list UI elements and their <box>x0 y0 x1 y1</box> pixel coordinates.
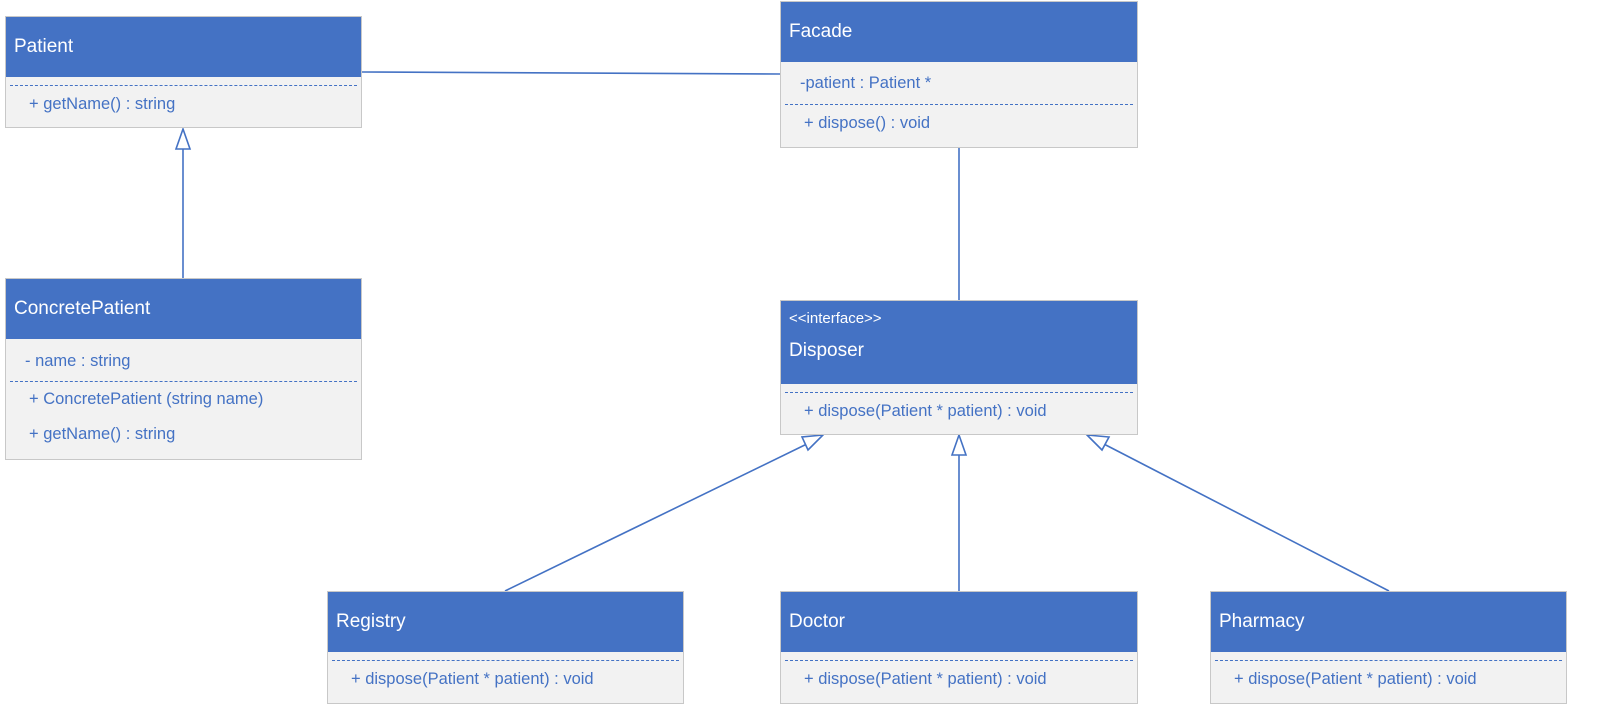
operations-compartment: + getName() : string <box>10 85 357 122</box>
operation: + dispose() : void <box>804 114 931 132</box>
class-name: Doctor <box>789 610 845 632</box>
class-concrete-patient[interactable]: ConcretePatient - name : string + Concre… <box>5 278 362 460</box>
attributes-compartment: -patient : Patient * <box>781 62 1137 104</box>
class-patient[interactable]: Patient + getName() : string <box>5 16 362 128</box>
class-name: Registry <box>336 610 406 632</box>
class-name: Disposer <box>789 340 864 361</box>
operations-compartment: + ConcretePatient (string name) + getNam… <box>10 381 357 452</box>
class-header: Doctor <box>781 592 1137 652</box>
class-facade[interactable]: Facade -patient : Patient * + dispose() … <box>780 1 1138 148</box>
class-name: Patient <box>14 35 74 57</box>
operations-compartment: + dispose(Patient * patient) : void <box>1215 660 1562 697</box>
inheritance-arrowhead-pharmacy <box>1084 434 1111 452</box>
attribute: - name : string <box>25 352 131 370</box>
operations-compartment: + dispose() : void <box>785 104 1133 141</box>
class-doctor[interactable]: Doctor + dispose(Patient * patient) : vo… <box>780 591 1138 704</box>
association-patient-facade <box>361 71 781 75</box>
class-header: Patient <box>6 17 361 77</box>
inheritance-arrowhead-doctor <box>950 432 968 456</box>
class-pharmacy[interactable]: Pharmacy + dispose(Patient * patient) : … <box>1210 591 1567 704</box>
inheritance-pharmacy-disposer <box>1099 441 1390 592</box>
operation: + ConcretePatient (string name) <box>29 390 264 408</box>
class-name: ConcretePatient <box>14 297 151 319</box>
class-name: Pharmacy <box>1219 610 1305 632</box>
class-header: Registry <box>328 592 683 652</box>
attributes-compartment <box>1211 652 1566 660</box>
attributes-compartment: - name : string <box>6 339 361 379</box>
attributes-compartment <box>6 77 361 85</box>
operation: + dispose(Patient * patient) : void <box>1234 670 1477 688</box>
attributes-compartment <box>781 384 1137 392</box>
attribute: -patient : Patient * <box>800 74 932 92</box>
class-header: <<interface>> Disposer <box>781 301 1137 384</box>
attributes-compartment <box>328 652 683 660</box>
class-name: Facade <box>789 20 853 42</box>
class-disposer[interactable]: <<interface>> Disposer + dispose(Patient… <box>780 300 1138 435</box>
class-header: ConcretePatient <box>6 279 361 339</box>
operations-compartment: + dispose(Patient * patient) : void <box>785 660 1133 697</box>
class-registry[interactable]: Registry + dispose(Patient * patient) : … <box>327 591 684 704</box>
class-header: Facade <box>781 2 1137 62</box>
attributes-compartment <box>781 652 1137 660</box>
class-stereotype: <<interface>> <box>789 310 882 327</box>
operation: + dispose(Patient * patient) : void <box>804 670 1047 688</box>
operations-compartment: + dispose(Patient * patient) : void <box>785 392 1133 429</box>
operations-compartment: + dispose(Patient * patient) : void <box>332 660 679 697</box>
inheritance-registry-disposer <box>504 440 814 592</box>
inheritance-arrowhead-registry <box>800 433 826 452</box>
operation: + dispose(Patient * patient) : void <box>804 402 1047 420</box>
inheritance-arrowhead-patient <box>174 126 192 150</box>
class-header: Pharmacy <box>1211 592 1566 652</box>
operation: + dispose(Patient * patient) : void <box>351 670 594 688</box>
operation: + getName() : string <box>29 425 176 443</box>
operation: + getName() : string <box>29 95 176 113</box>
